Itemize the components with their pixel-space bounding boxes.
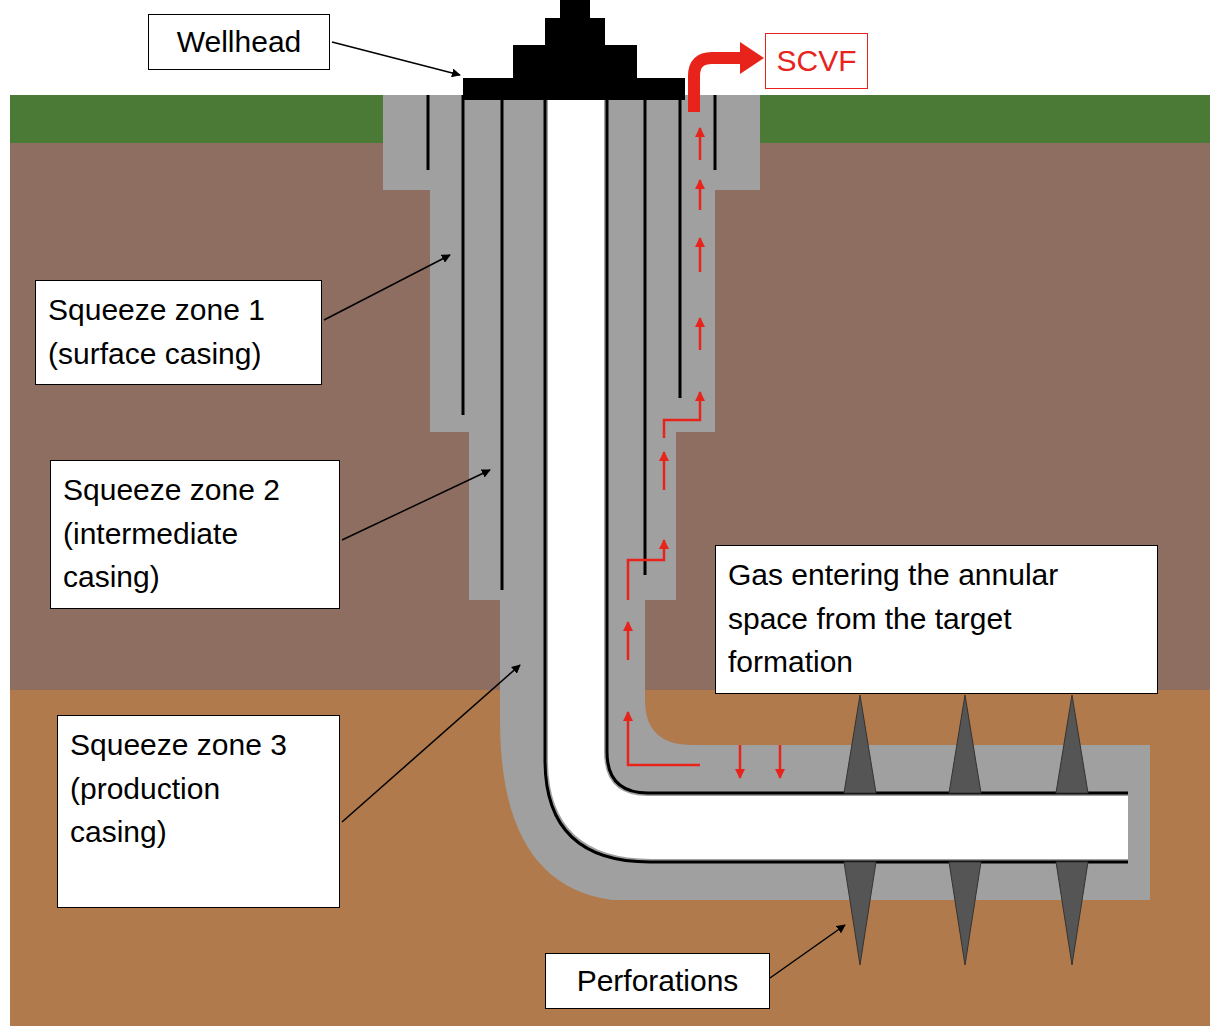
callout-text: Wellhead: [177, 20, 302, 64]
callout-box: Perforations: [545, 953, 770, 1009]
callout-text: Gas entering the annular space from the …: [728, 553, 1098, 684]
perforation-symbols: [844, 695, 1088, 965]
callout-text: Perforations: [577, 959, 739, 1003]
wellbore: [548, 95, 1128, 859]
callout-text: SCVF: [776, 39, 856, 83]
callout-text: Squeeze zone 1 (surface casing): [48, 288, 298, 375]
callout-box: Gas entering the annular space from the …: [715, 545, 1158, 694]
casing-strings: [428, 95, 1128, 862]
callout-text: Squeeze zone 2 (intermediate casing): [63, 468, 313, 599]
callout-box: Squeeze zone 3 (production casing): [57, 715, 340, 908]
callout-box: Squeeze zone 2 (intermediate casing): [50, 460, 340, 609]
callout-box: Wellhead: [148, 14, 330, 70]
wellhead-symbol: [463, 0, 685, 100]
callout-box: Squeeze zone 1 (surface casing): [35, 280, 322, 385]
leader-lines: [324, 42, 845, 978]
scvf-arrow: [694, 42, 764, 112]
cement: [383, 95, 1150, 900]
scvf-box: SCVF: [765, 33, 868, 89]
callout-text: Squeeze zone 3 (production casing): [70, 723, 300, 854]
